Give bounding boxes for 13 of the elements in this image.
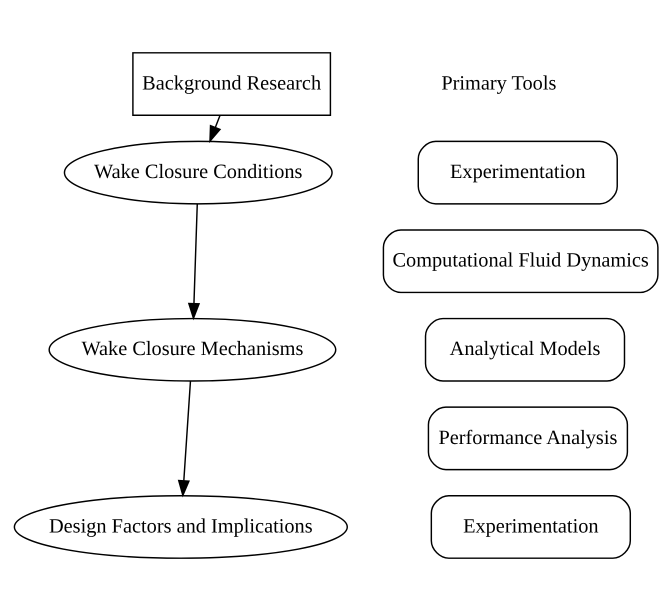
label: Primary Tools — [441, 72, 556, 94]
node-ellipse: Wake Closure Mechanisms — [48, 318, 336, 382]
node-box: Performance Analysis — [428, 406, 628, 470]
arrow — [178, 381, 192, 498]
arrow — [209, 115, 222, 144]
node-box: Background Research — [132, 52, 332, 116]
node-ellipse: Design Factors and Implications — [14, 495, 348, 559]
node-ellipse: Wake Closure Conditions — [64, 140, 333, 205]
arrow — [188, 204, 200, 320]
node-box: Experimentation — [418, 140, 618, 205]
node-box: Computational Fluid Dynamics — [382, 229, 659, 294]
node-box: Analytical Models — [424, 318, 626, 382]
node-box: Experimentation — [430, 495, 632, 559]
